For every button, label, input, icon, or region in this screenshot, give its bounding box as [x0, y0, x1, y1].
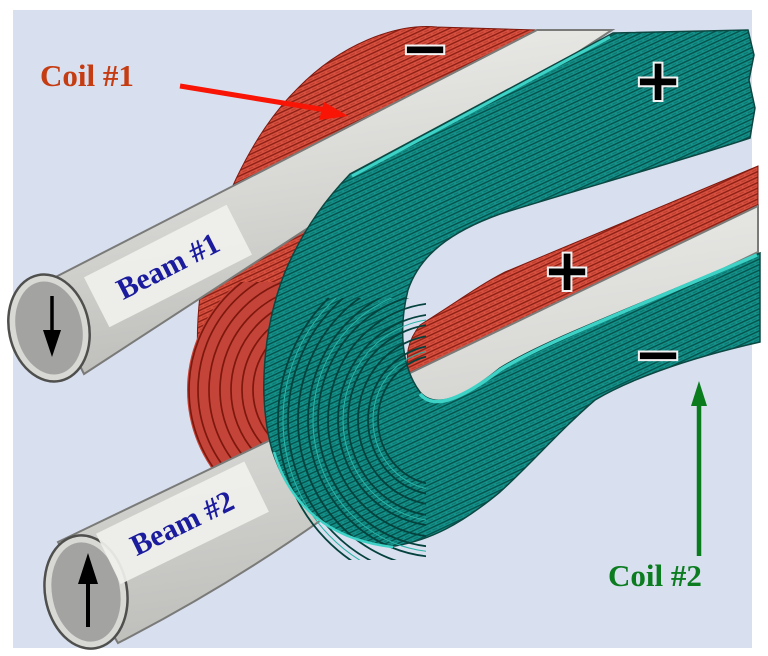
beam1-spin-arrow-down [43, 296, 61, 357]
coil2-edge-highlights [272, 35, 758, 549]
coil2-teal-coil [263, 29, 761, 560]
coil2-winding-rings [277, 298, 426, 560]
coil1-arrow-shaft [179, 83, 327, 113]
beam2-label-group: Beam #2 [96, 461, 269, 585]
beam1-label-panel [84, 204, 252, 328]
coil2-label: Coil #2 [608, 558, 702, 593]
coil2-upper-polarity-plus: + [634, 46, 683, 114]
beam2-label-panel [96, 461, 269, 585]
beam2-cap-rim [43, 534, 129, 650]
coil2-lower-polarity-minus: − [634, 320, 683, 388]
coil1-upper-polarity-minus: − [401, 14, 450, 82]
beam1-cap-rim [7, 273, 91, 383]
coil1-label: Coil #1 [40, 58, 134, 93]
coil1-arrow-head [319, 102, 348, 120]
coil2-annotation: Coil #2 [608, 381, 707, 593]
coil2-arrow-head [691, 381, 707, 406]
coil2-hairpin-body [263, 29, 761, 547]
beam1-label-group: Beam #1 [84, 204, 252, 328]
beam1-end-cap [9, 275, 89, 381]
coil1-lower-polarity-plus: + [543, 236, 592, 304]
coil1-annotation: Coil #1 [40, 58, 348, 120]
beam2-spin-arrow-up [78, 553, 98, 627]
